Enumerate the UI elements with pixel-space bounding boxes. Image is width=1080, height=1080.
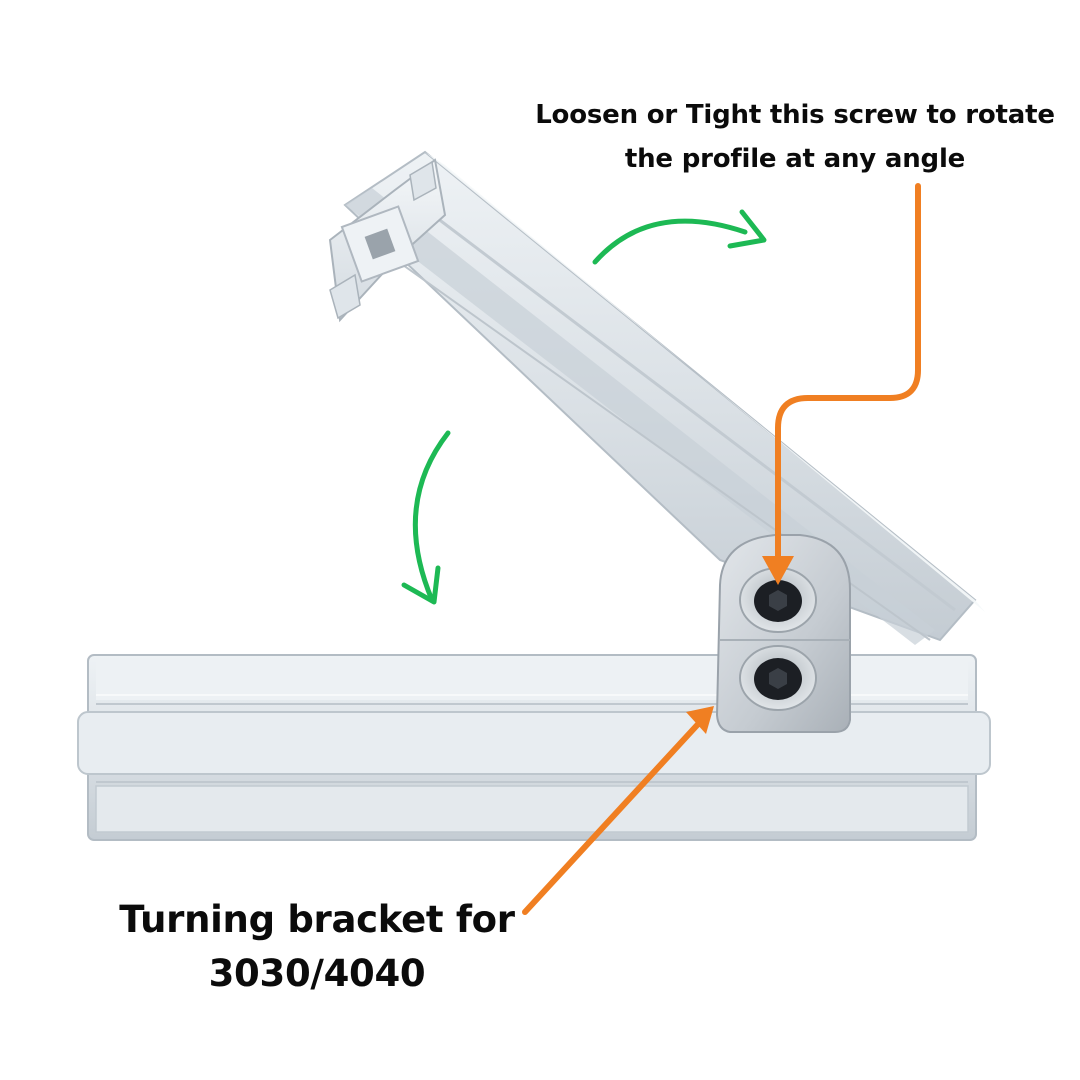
upper-hex-screw-icon [739,567,817,633]
lower-hex-screw-icon [739,645,817,711]
green-curved-rotation-arrow-icon [401,430,451,605]
screw-instruction-caption: Loosen or Tight this screw to rotate the… [505,93,1080,181]
bracket-caption-line-2: 3030/4040 [208,952,426,995]
green-curved-rotation-arrow-icon [592,209,767,265]
screw-caption-line-2: the profile at any angle [624,144,966,174]
bracket-callout-arrow-icon [522,706,714,915]
screw-caption-line-1: Loosen or Tight this screw to rotate [535,100,1055,130]
angled-profile [328,150,985,645]
bracket-caption: Turning bracket for 3030/4040 [112,893,522,1001]
screw-callout-arrow-icon [762,183,921,585]
horizontal-profile [77,654,991,841]
bracket-caption-line-1: Turning bracket for [119,898,515,941]
turning-bracket [715,534,851,733]
